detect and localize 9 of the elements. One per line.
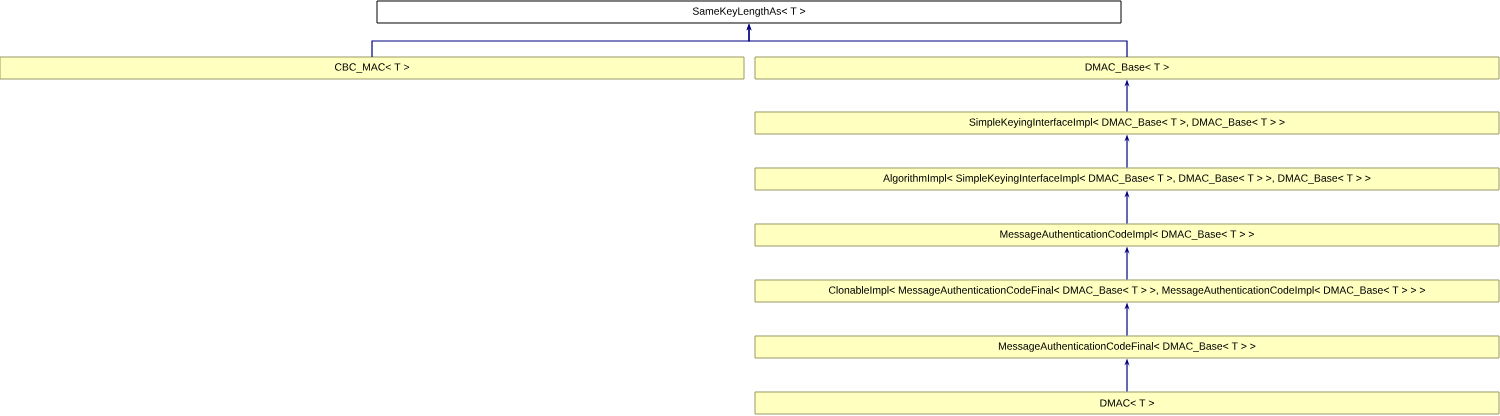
class-box: AlgorithmImpl< SimpleKeyingInterfaceImpl< DMAC_Base< T >, DMAC_Base< T > >, DMAC_Base< T > > [754, 167, 1500, 191]
class-box: MessageAuthenticationCodeFinal< DMAC_Base< T > > [754, 335, 1500, 359]
class-box: SameKeyLengthAs< T > [376, 0, 1122, 24]
class-box: DMAC_Base< T > [754, 56, 1500, 80]
class-box: SimpleKeyingInterfaceImpl< DMAC_Base< T >, DMAC_Base< T > > [754, 111, 1500, 135]
class-box: DMAC< T > [754, 391, 1500, 415]
class-box: MessageAuthenticationCodeImpl< DMAC_Base< T > > [754, 223, 1500, 247]
class-box: ClonableImpl< MessageAuthenticationCodeFinal< DMAC_Base< T > >, MessageAuthenticationCodeImpl< DMAC_Base< T > > > [754, 279, 1500, 303]
class-box: CBC_MAC< T > [0, 56, 745, 80]
